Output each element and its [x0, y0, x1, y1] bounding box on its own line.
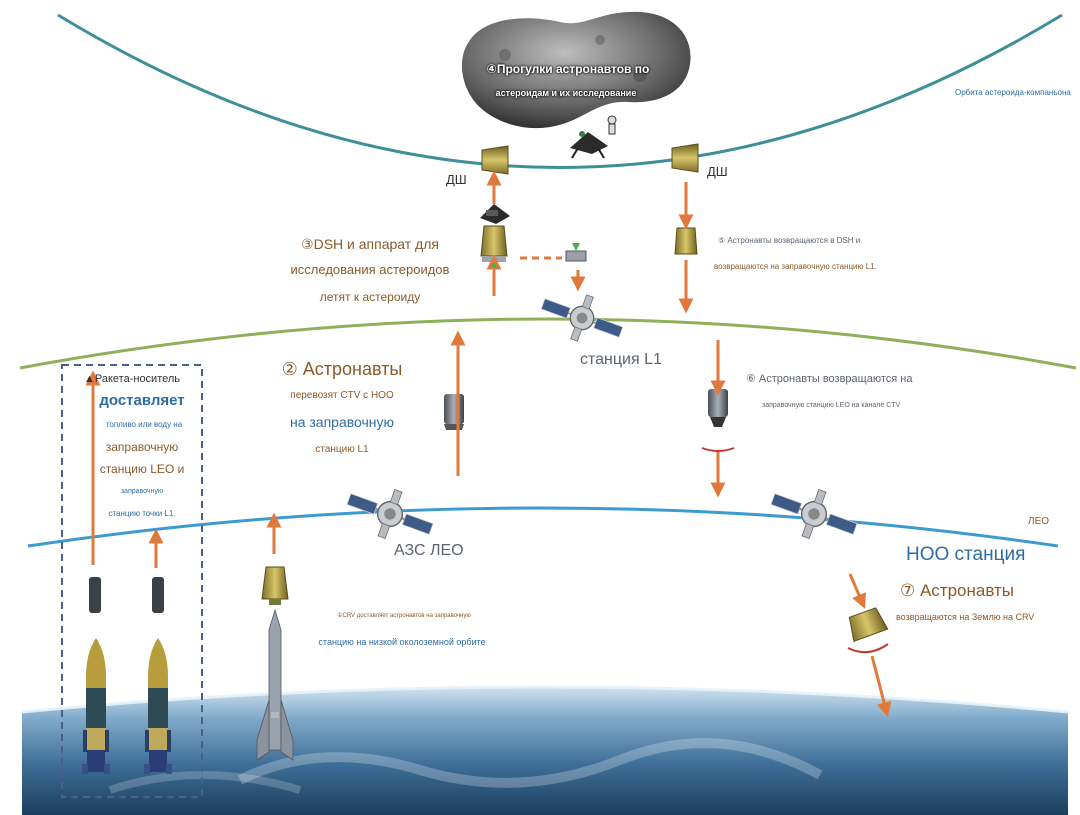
dsh-label-left: ДШ [446, 172, 467, 187]
ctv-vehicle-up [444, 394, 464, 430]
asteroid-explorer-craft [480, 204, 510, 224]
cargo-launcher-box [61, 364, 203, 798]
azs-leo-label: АЗС ЛЕО [394, 542, 464, 559]
dsh-capsule-step5 [674, 227, 698, 255]
asteroid-label-line1: ④Прогулки астронавтов по [486, 62, 650, 76]
noo-station-label: НОО станция [906, 544, 1026, 565]
explorer-module-icon [565, 243, 587, 262]
step6-line1: ⑥ Астронавты возвращаются на [746, 373, 913, 385]
dsh-label-right: ДШ [707, 164, 728, 179]
step1-line2: станцию на низкой околоземной орбите [318, 637, 486, 647]
step7-line2: возвращаются на Землю на CRV [896, 612, 1035, 622]
launcher-line5: станцию LEO и [99, 462, 185, 476]
dsh-capsule-right [671, 143, 699, 173]
l1-orbit [19, 317, 1077, 370]
companion-orbit-label: Орбита астероида-компаньона [955, 88, 1071, 97]
step5-line2: возвращаются на заправочную станцию L1. [714, 262, 877, 271]
crv-heatshield-mark [847, 643, 889, 654]
launcher-line6: заправочную [120, 488, 164, 495]
companion-asteroid-orbit [57, 13, 1063, 169]
step6-line2: заправочную станцию LEO на канале CTV [762, 402, 901, 409]
cargo-payload-1 [89, 577, 101, 613]
dsh-capsule-left [481, 145, 509, 175]
ctv-vehicle-down [708, 389, 728, 427]
crv-capsule-step1 [261, 566, 289, 605]
earth-surface [22, 687, 1068, 815]
crew-launch-rocket [256, 608, 294, 761]
asteroid [461, 11, 691, 129]
station-l1-label: станция L1 [580, 351, 662, 368]
step2-line4: станцию L1 [315, 444, 369, 455]
step2-line3: на заправочную [289, 414, 395, 430]
step5-line1: ⑤ Астронавты возвращаются в DSH и [718, 236, 861, 245]
step7-line1: ⑦ Астронавты [900, 581, 1015, 600]
step3-line3: летят к астероиду [319, 290, 421, 304]
dsh-capsule-step3 [480, 225, 508, 262]
launcher-line2: доставляет [99, 392, 185, 409]
leo-orbit [27, 506, 1059, 548]
launcher-line1: ▲Ракета-носитель [84, 373, 181, 385]
atmosphere-glow [21, 685, 1069, 714]
leo-orbit-label: ЛЕО [1028, 516, 1050, 527]
step2-line2: перевозят CTV с НОО [290, 390, 394, 401]
launcher-line1-text: Ракета-носитель [94, 373, 181, 385]
arrow-crv-down-2 [870, 655, 892, 718]
step3-line1: ③DSH и аппарат для [301, 236, 439, 252]
ctv-heatshield-mark [701, 447, 735, 452]
launcher-line4: заправочную [105, 440, 179, 454]
step3-line2: исследования астероидов [290, 262, 450, 277]
asteroid-label-line2: астероидам и их исследование [495, 88, 637, 98]
launcher-line3: топливо или воду на [105, 420, 183, 429]
launcher-line7: станцию точки L1. [108, 509, 176, 518]
crv-capsule-step7 [848, 607, 889, 642]
step1-line1: ①CRV доставляет астронавтов на заправочн… [337, 613, 471, 619]
step2-line1: ② Астронавты [281, 359, 403, 379]
asteroid-lander [570, 131, 608, 159]
noo-station-satellite [763, 474, 865, 554]
arrow-crv-down-1 [848, 573, 866, 609]
cargo-payload-2 [152, 577, 164, 613]
astronaut-icon [607, 115, 617, 135]
